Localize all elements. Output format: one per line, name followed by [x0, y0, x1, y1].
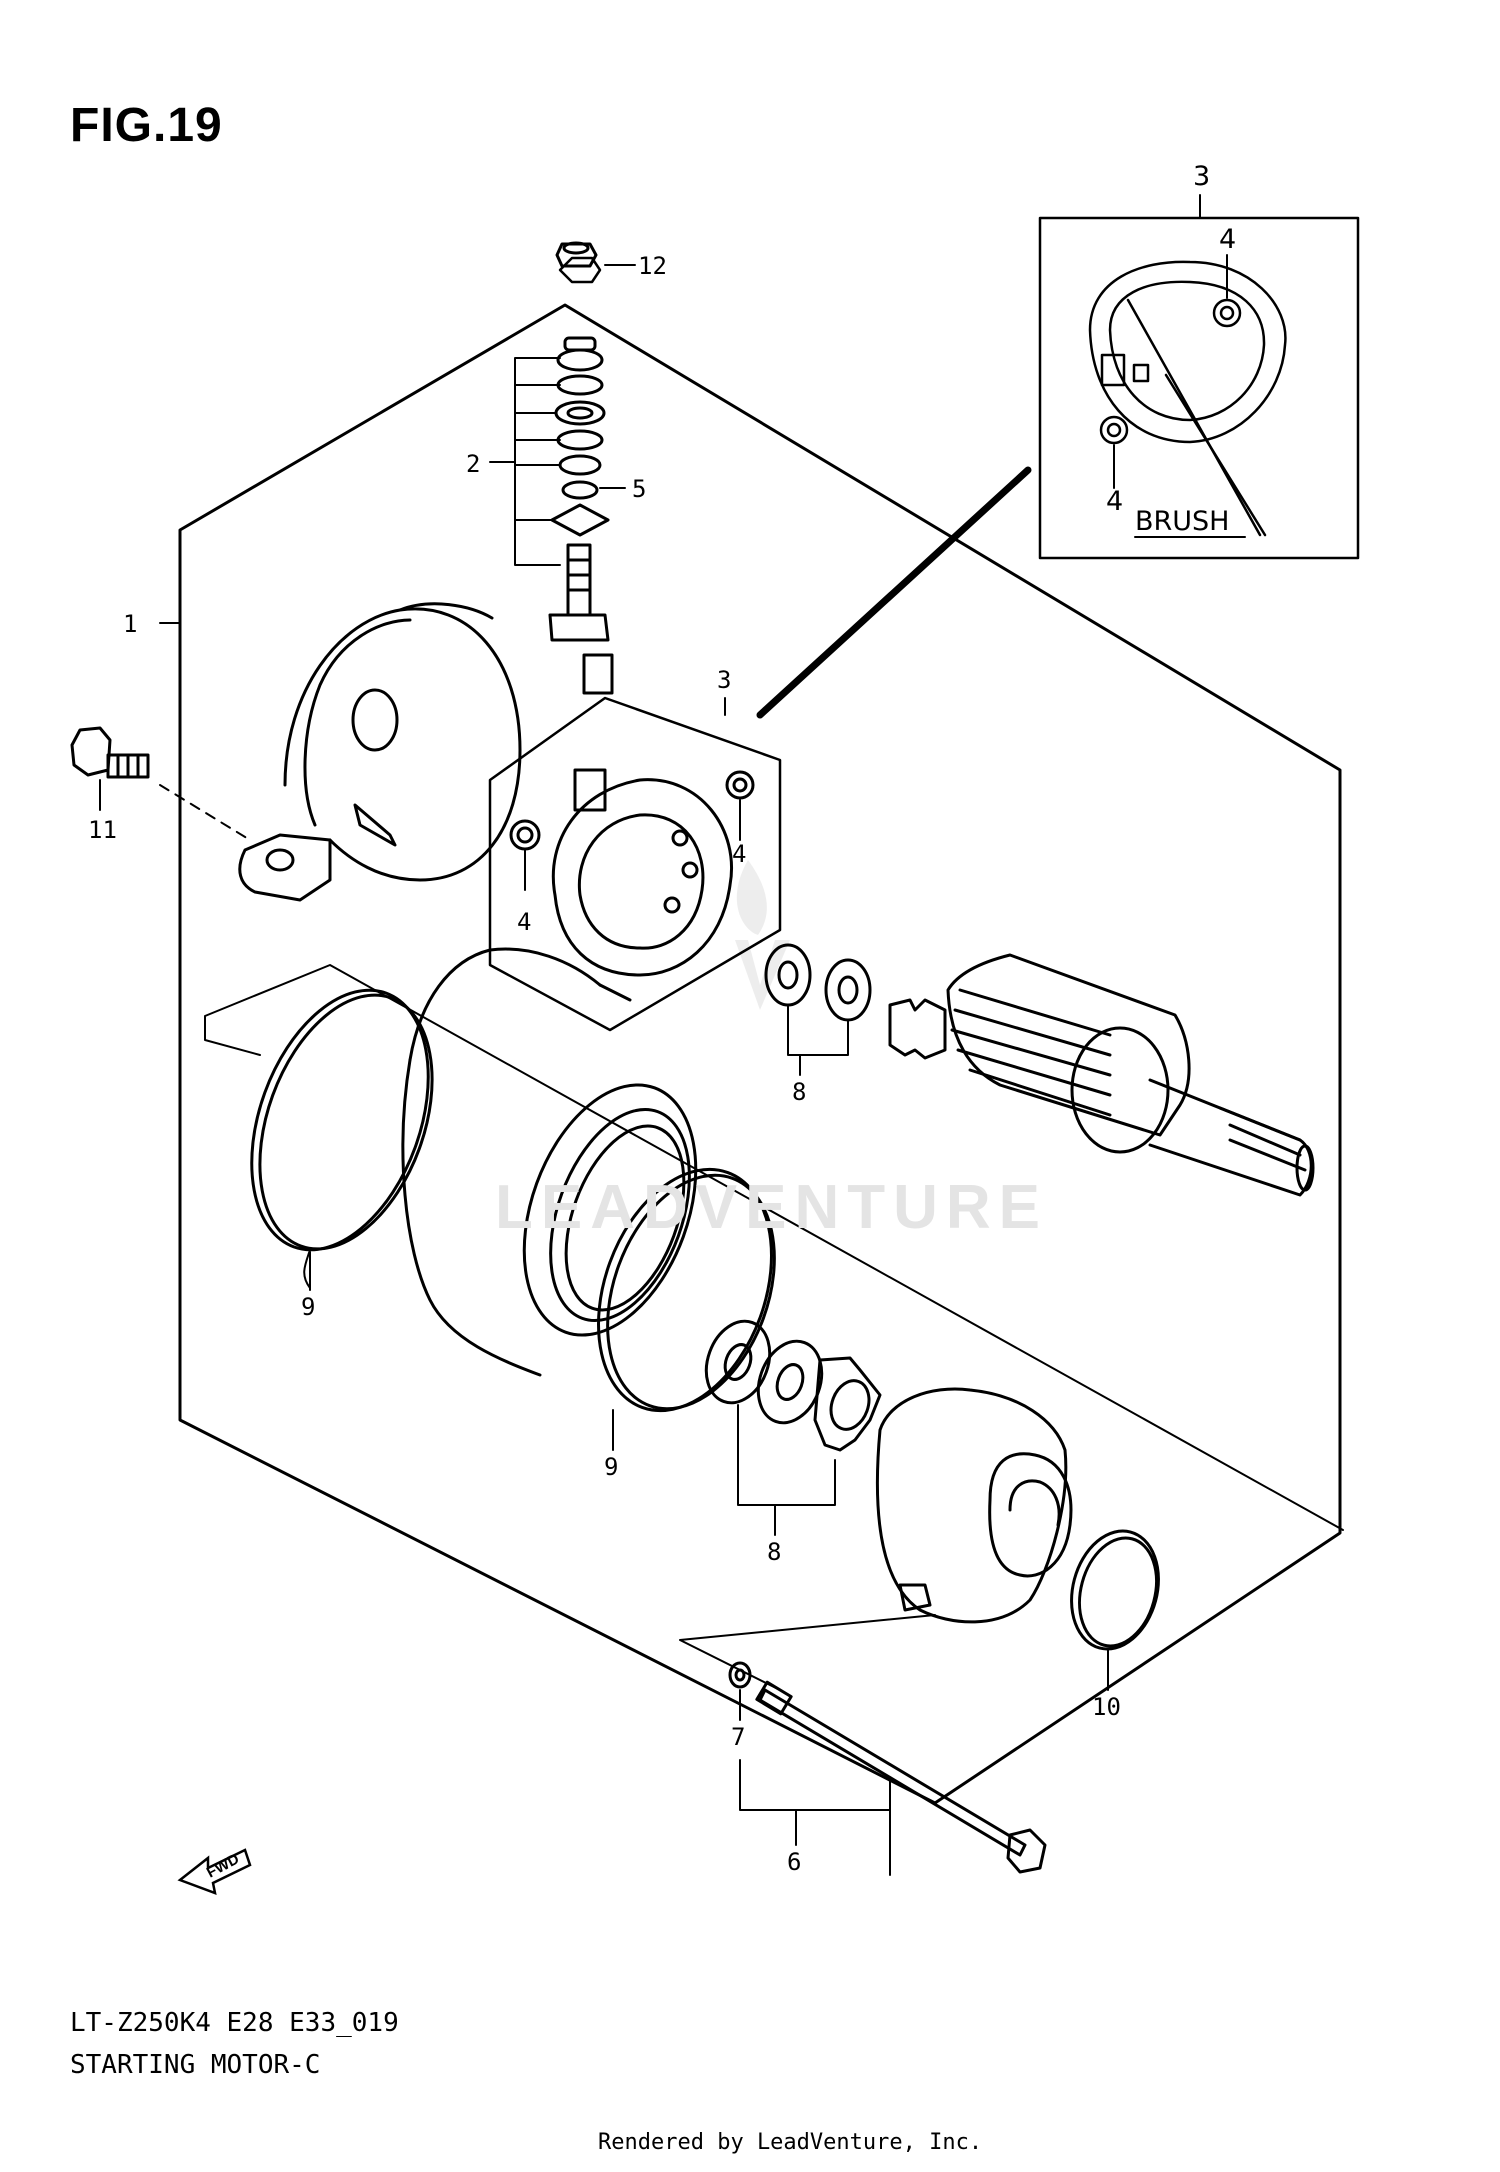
terminal-hardware-stack: [489, 256, 626, 695]
yoke: [401, 947, 698, 1377]
brush-holder-3: [488, 696, 782, 1032]
callout-10: 10: [1092, 1693, 1121, 1721]
o-ring-10: [1070, 1529, 1160, 1691]
callout-4-left: 4: [517, 908, 531, 936]
nut-12: [555, 241, 636, 268]
washer-7: [728, 1661, 752, 1721]
figure-title: FIG.19: [70, 99, 223, 152]
callout-12: 12: [638, 252, 667, 280]
yoke-group-outline: [204, 964, 1344, 1531]
inset-callout-4-bottom: 4: [1106, 486, 1123, 517]
callout-9-right: 9: [604, 1453, 618, 1481]
callout-9-left: 9: [301, 1293, 315, 1321]
callout-11: 11: [88, 816, 117, 844]
diagram-name: STARTING MOTOR-C: [70, 2050, 321, 2080]
callout-3: 3: [717, 666, 731, 694]
end-housing: [875, 1387, 1073, 1624]
leadventure-watermark: [735, 860, 790, 1010]
inset-callout-3: 3: [1193, 161, 1210, 192]
watermark-text: LEADVENTURE: [495, 1173, 1048, 1242]
inset-leader: [756, 466, 1032, 719]
inset-callout-4-top: 4: [1219, 224, 1236, 255]
brush-label: BRUSH: [1135, 506, 1230, 537]
washer-set-lower: [704, 1319, 882, 1536]
callout-7: 7: [731, 1723, 745, 1751]
forward-direction-arrow: FWD: [177, 1848, 252, 1895]
callout-8-upper: 8: [792, 1078, 806, 1106]
through-bolt-6: [739, 1680, 1047, 1876]
callout-6: 6: [787, 1848, 801, 1876]
armature: [888, 953, 1315, 1197]
washer-set-upper: [764, 943, 872, 1076]
callout-4-right: 4: [732, 840, 746, 868]
callout-5: 5: [632, 475, 646, 503]
callout-1: 1: [123, 610, 137, 638]
inset-brush-holder: [1088, 254, 1287, 538]
model-code: LT-Z250K4 E28 E33_019: [70, 2008, 399, 2038]
render-credit: Rendered by LeadVenture, Inc.: [598, 2130, 983, 2155]
rear-housing: [238, 602, 522, 902]
callout-2: 2: [466, 450, 480, 478]
o-ring-9-left: [250, 988, 434, 1291]
callout-8-lower: 8: [767, 1538, 781, 1566]
o-ring-9-right: [597, 1167, 776, 1451]
mounting-bolt-11: [70, 726, 251, 841]
